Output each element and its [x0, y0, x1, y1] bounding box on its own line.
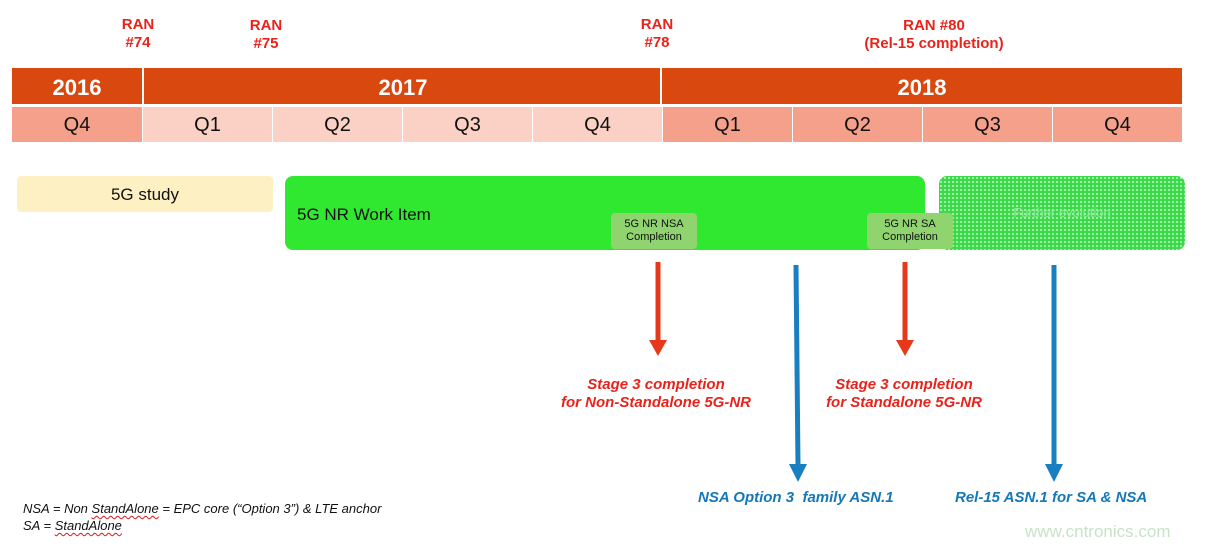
rel15-asn-note: Rel-15 ASN.1 for SA & NSA	[955, 489, 1148, 506]
nsa-asn-note: NSA Option 3 family ASN.1	[698, 489, 894, 506]
blue-arrow-nsa-asn	[789, 264, 807, 482]
year-header-row: 2016 2017 2018	[12, 68, 1182, 104]
quarter-2017-q1: Q1	[142, 107, 272, 142]
work-item-label: 5G NR Work Item	[297, 205, 431, 224]
legend-sa-prefix: SA =	[23, 518, 55, 533]
legend: NSA = Non StandAlone = EPC core (“Option…	[23, 500, 381, 534]
year-2016: 2016	[52, 75, 102, 100]
legend-nsa-prefix: NSA = Non	[23, 501, 92, 516]
quarter-2018-q4: Q4	[1052, 107, 1182, 142]
quarter-2018-q2: Q2	[792, 107, 922, 142]
legend-nsa-standalone: StandAlone	[91, 501, 159, 516]
quarter-2018-q1: Q1	[662, 107, 792, 142]
watermark: www.cntronics.com	[1025, 522, 1171, 541]
sa-completion-milestone: 5G NR SA Completion	[867, 213, 953, 249]
legend-nsa-suffix: = EPC core (“Option 3”) & LTE anchor	[158, 501, 382, 516]
stage3-nsa-note: Stage 3 completion for Non-Standalone 5G…	[561, 376, 751, 411]
red-arrow-nsa	[649, 262, 667, 356]
legend-line-sa: SA = StandAlone	[23, 517, 381, 534]
blue-arrow-rel15-asn	[1045, 265, 1063, 482]
stage3-sa-note: Stage 3 completion for Standalone 5G-NR	[826, 376, 982, 411]
ran-78-label: RAN #78	[640, 16, 674, 51]
further-evolution-bar: Further evolution	[939, 176, 1185, 250]
year-2017: 2017	[142, 68, 662, 104]
5g-nr-work-item-bar	[285, 176, 925, 250]
quarter-2017-q4: Q4	[532, 107, 662, 142]
ran-74-label: RAN #74	[121, 16, 155, 51]
5g-study-bar: 5G study	[17, 176, 273, 212]
ran-75-label: RAN #75	[249, 17, 283, 52]
nsa-completion-milestone: 5G NR NSA Completion	[611, 213, 697, 249]
legend-sa-standalone: StandAlone	[54, 518, 122, 533]
quarter-2017-q2: Q2	[272, 107, 402, 142]
legend-line-nsa: NSA = Non StandAlone = EPC core (“Option…	[23, 500, 381, 517]
quarter-2016-q4: Q4	[12, 107, 142, 142]
year-2018: 2018	[660, 68, 1182, 104]
quarter-2018-q3: Q3	[922, 107, 1052, 142]
ran-80-label: RAN #80 (Rel-15 completion)	[864, 17, 1004, 52]
red-arrow-sa	[896, 262, 914, 356]
quarter-2017-q3: Q3	[402, 107, 532, 142]
